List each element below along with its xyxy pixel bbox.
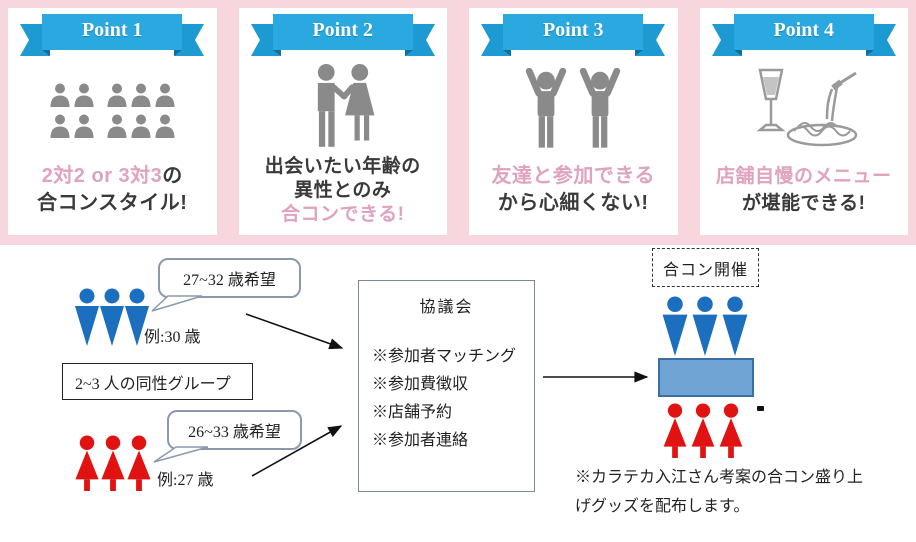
footnote-line: げグッズを配布します。 xyxy=(575,498,750,515)
person-bust-icon xyxy=(74,83,94,107)
female-person-icon xyxy=(719,403,743,458)
table-rect xyxy=(658,358,754,397)
council-box: 協議会 ※参加者マッチング ※参加費徴収 ※店舗予約 ※参加者連絡 xyxy=(358,280,535,492)
men-example-label: 例:30 歳 xyxy=(144,329,201,346)
champagne-pasta-icon xyxy=(700,58,909,163)
council-item: ※店舗予約 xyxy=(372,404,453,421)
person-bust-icon xyxy=(131,83,151,107)
council-item: ※参加者マッチング xyxy=(372,348,517,365)
council-title: 協議会 xyxy=(419,299,474,316)
person-bust-icon xyxy=(107,114,127,138)
point-card-3: Point 3 xyxy=(469,8,678,235)
female-person-icon xyxy=(663,403,687,458)
point-3-caption: 友達と参加できる から心細くない! xyxy=(491,163,655,217)
council-item: ※参加者連絡 xyxy=(372,432,469,449)
point-1-title: Point 1 xyxy=(81,19,143,41)
male-group-icons xyxy=(75,287,149,347)
couple-holding-hands-icon xyxy=(239,58,448,155)
ribbon-banner-1: Point 1 xyxy=(20,12,205,58)
point-4-title: Point 4 xyxy=(773,19,835,41)
cheering-person-icon xyxy=(526,67,567,148)
council-item: ※参加費徴収 xyxy=(372,376,469,393)
point-card-2: Point 2 xyxy=(238,8,448,235)
event-box: 合コン開催 xyxy=(652,248,759,287)
women-example-label: 例:27 歳 xyxy=(157,472,214,489)
female-person-icon xyxy=(691,403,715,458)
male-person-icon xyxy=(125,288,149,346)
ribbon-shape xyxy=(711,14,896,56)
ribbon-banner-3: Point 3 xyxy=(481,12,666,58)
caption-text: 異性とのみ xyxy=(294,180,392,201)
caption-text: 合コンスタイル! xyxy=(37,192,188,214)
point-4-caption: 店舗自慢のメニュー が堪能できる! xyxy=(716,163,892,217)
person-bust-icon xyxy=(155,83,175,107)
caption-highlight: 合コンできる! xyxy=(281,204,405,225)
person-bust-icon xyxy=(155,114,175,138)
caption-highlight: 友達と参加できる xyxy=(491,165,656,187)
point-2-title: Point 2 xyxy=(312,19,374,41)
caption-text: 出会いたい年齢の xyxy=(264,156,421,177)
caption-text: の xyxy=(162,165,183,187)
female-person-icon xyxy=(75,435,99,491)
arrow-men-to-council xyxy=(245,313,344,350)
male-person-icon xyxy=(100,288,124,346)
caption-text: から心細くない! xyxy=(497,192,649,214)
cheering-person-icon xyxy=(580,67,621,148)
female-group-icons xyxy=(75,435,151,491)
women-age-bubble-text: 26~33 歳希望 xyxy=(188,424,281,441)
event-box-text: 合コン開催 xyxy=(662,261,748,279)
person-bust-icon xyxy=(131,114,151,138)
people-group-icon xyxy=(8,58,217,163)
ribbon-shape xyxy=(250,14,435,56)
point-2-caption: 出会いたい年齢の 異性とのみ 合コンできる! xyxy=(265,155,421,227)
female-person-icon xyxy=(101,435,125,491)
event-male-icons xyxy=(661,296,749,356)
ribbon-shape xyxy=(481,14,666,56)
flow-diagram: 27~32 歳希望 例:30 歳 2~3 人の同性グループ 26~33 歳希望 … xyxy=(0,245,916,542)
point-card-1: Point 1 xyxy=(8,8,217,235)
event-female-icons xyxy=(662,403,744,458)
male-person-icon xyxy=(75,288,99,346)
caption-highlight: 2対2 or 3対3 xyxy=(41,165,163,187)
point-3-title: Point 3 xyxy=(542,19,604,41)
point-card-4: Point 4 xyxy=(699,8,909,235)
footnote-line: ※カラテカ入江さん考案の合コン盛り上 xyxy=(575,469,864,486)
men-age-bubble-text: 27~32 歳希望 xyxy=(183,272,276,289)
point-1-caption: 2対2 or 3対3の 合コンスタイル! xyxy=(37,163,187,217)
caption-text: が堪能できる! xyxy=(742,193,866,214)
person-bust-icon xyxy=(50,114,70,138)
council-items: ※参加者マッチング ※参加費徴収 ※店舗予約 ※参加者連絡 xyxy=(359,343,534,455)
male-person-icon xyxy=(692,296,718,356)
group-size-box: 2~3 人の同性グループ xyxy=(62,363,253,400)
male-person-icon xyxy=(722,296,748,356)
person-bust-icon xyxy=(107,83,127,107)
person-bust-icon xyxy=(74,114,94,138)
men-age-bubble: 27~32 歳希望 xyxy=(158,258,301,298)
cheering-friends-icon xyxy=(469,58,678,163)
ribbon-shape xyxy=(20,14,205,56)
points-band: Point 1 xyxy=(0,0,916,245)
group-size-text: 2~3 人の同性グループ xyxy=(75,375,231,393)
person-bust-icon xyxy=(50,83,70,107)
footnote: ※カラテカ入江さん考案の合コン盛り上 げグッズを配布します。 xyxy=(575,463,915,521)
ribbon-banner-4: Point 4 xyxy=(711,12,896,58)
caption-highlight: 店舗自慢のメニュー xyxy=(715,166,892,187)
female-person-icon xyxy=(127,435,151,491)
male-person-icon xyxy=(662,296,688,356)
bubble-tail xyxy=(151,295,203,312)
women-age-bubble: 26~33 歳希望 xyxy=(167,410,302,450)
ribbon-banner-2: Point 2 xyxy=(250,12,435,58)
stray-dot xyxy=(757,406,764,411)
